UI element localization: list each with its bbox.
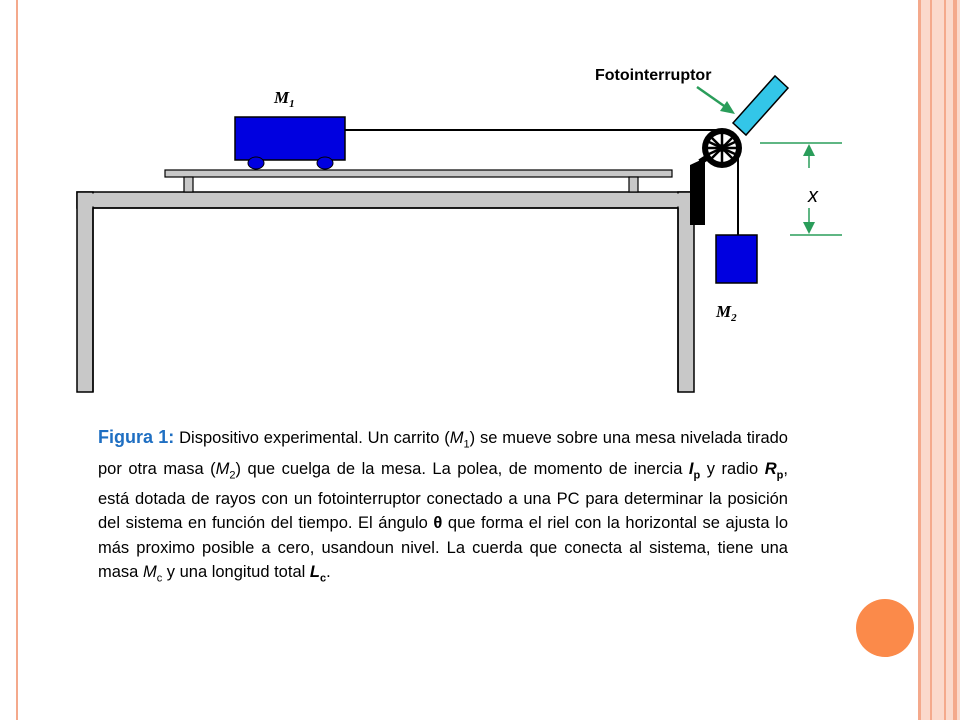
- hanging-mass-m2: [715, 234, 758, 284]
- slide-frame-line: [16, 0, 18, 720]
- symbol-m1-sub: 1: [463, 438, 470, 451]
- symbol-m2: M: [215, 459, 230, 478]
- x-dimension: [760, 142, 842, 236]
- caption-text: Dispositivo experimental. Un carrito (: [174, 429, 450, 447]
- symbol-theta: θ: [433, 514, 443, 533]
- caption-text: , está dotada de rayos con un fotointerr…: [98, 459, 788, 533]
- symbol-lc: L: [309, 563, 320, 582]
- pulley: [702, 128, 742, 168]
- label-x: x: [807, 185, 819, 207]
- symbol-mc: M: [142, 563, 157, 582]
- side-stripe: [918, 0, 921, 720]
- caption-text: ) se mueve sobre una mesa nivelada tirad…: [98, 429, 788, 478]
- experimental-setup-diagram: M1 Fotointerrupt: [76, 67, 842, 393]
- table: [76, 191, 695, 393]
- symbol-m1: M: [449, 429, 464, 447]
- caption-text: que forma el riel con la horizontal se a…: [98, 514, 788, 582]
- caption-text: ) que cuelga de la mesa. La polea, de mo…: [235, 459, 689, 478]
- figure-caption: Figura 1: Dispositivo experimental. Un c…: [98, 425, 788, 591]
- caption-text: y radio: [700, 459, 765, 478]
- symbol-rp: R: [764, 459, 777, 478]
- label-photogate: Fotointerruptor: [595, 67, 711, 84]
- caption-text: y una longitud total: [162, 563, 310, 582]
- symbol-lc-sub: c: [319, 572, 327, 585]
- label-m2: M2: [715, 302, 737, 324]
- decorative-orange-dot: [856, 599, 914, 657]
- symbol-ip: I: [688, 459, 694, 478]
- rail: [164, 169, 673, 193]
- side-stripe: [930, 0, 932, 720]
- symbol-ip-sub: p: [693, 468, 701, 481]
- symbol-m2-sub: 2: [229, 468, 236, 481]
- side-stripe: [953, 0, 957, 720]
- label-m1: M1: [273, 88, 295, 110]
- symbol-mc-sub: c: [156, 572, 163, 585]
- caption-text: .: [326, 563, 331, 582]
- side-stripe: [944, 0, 946, 720]
- symbol-rp-sub: p: [776, 468, 784, 481]
- photogate: [731, 74, 790, 137]
- caption-title: Figura 1:: [98, 427, 175, 447]
- photogate-arrow: [696, 85, 735, 114]
- cart-m1: [234, 116, 346, 170]
